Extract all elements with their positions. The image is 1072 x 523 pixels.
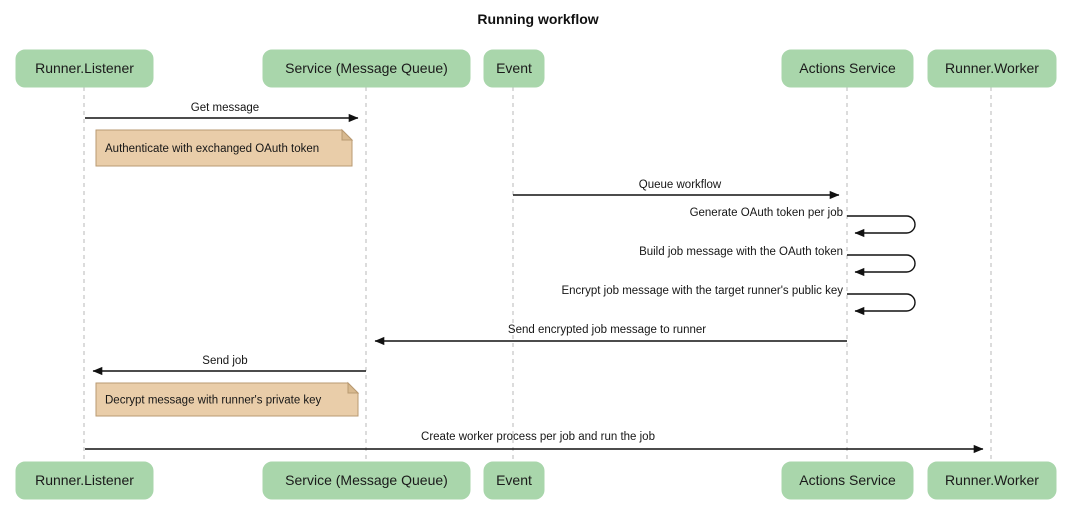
note-fold-corner-icon	[341, 128, 354, 141]
self-message-line	[847, 293, 916, 316]
participant-label: Actions Service	[799, 60, 896, 76]
participant-box	[262, 49, 471, 88]
note-authenticate-with-exchanged-oauth-token[interactable]: Authenticate with exchanged OAuth token	[95, 128, 354, 167]
participant-runner-listener-top[interactable]: Runner.Listener	[15, 49, 154, 88]
participant-runner-worker-top[interactable]: Runner.Worker	[927, 49, 1057, 88]
participant-label: Runner.Worker	[945, 60, 1039, 76]
participant-box	[927, 461, 1057, 500]
message-label: Send job	[202, 355, 247, 367]
note-label: Decrypt message with runner's private ke…	[105, 395, 322, 407]
participant-runner-listener-bottom[interactable]: Runner.Listener	[15, 461, 154, 500]
participant-box	[781, 461, 914, 500]
participant-box	[15, 461, 154, 500]
participant-label: Event	[496, 60, 532, 76]
participant-label: Runner.Listener	[35, 60, 134, 76]
participant-box	[781, 49, 914, 88]
participant-runner-worker-bottom[interactable]: Runner.Worker	[927, 461, 1057, 500]
participant-label: Runner.Listener	[35, 472, 134, 488]
note-label: Authenticate with exchanged OAuth token	[105, 143, 319, 155]
message-label: Create worker process per job and run th…	[421, 431, 655, 443]
message-get-message[interactable]: Get message	[85, 102, 359, 123]
note-fold-corner-icon	[347, 381, 360, 394]
self-message-line	[847, 215, 916, 238]
participant-label: Runner.Worker	[945, 472, 1039, 488]
lifelines-group	[83, 87, 992, 462]
participant-service-message-queue-top[interactable]: Service (Message Queue)	[262, 49, 471, 88]
participants-header-group: Runner.Listener Service (Message Queue) Ev…	[15, 49, 1057, 88]
message-label: Build job message with the OAuth token	[639, 246, 843, 258]
message-build-job-message-with-the-oauth-token[interactable]: Build job message with the OAuth token	[639, 246, 916, 277]
participant-box	[15, 49, 154, 88]
message-label: Get message	[191, 102, 259, 114]
notes-group: Authenticate with exchanged OAuth tokenD…	[95, 128, 360, 417]
participants-footer-group: Runner.Listener Service (Message Queue) Ev…	[15, 461, 1057, 500]
message-label: Send encrypted job message to runner	[508, 324, 706, 336]
participant-event-bottom[interactable]: Event	[483, 461, 545, 500]
message-send-encrypted-job-message-to-runner[interactable]: Send encrypted job message to runner	[374, 324, 847, 346]
note-decrypt-message-with-runners-private-key[interactable]: Decrypt message with runner's private ke…	[95, 381, 360, 417]
message-label: Generate OAuth token per job	[690, 207, 843, 219]
message-send-job[interactable]: Send job	[92, 355, 366, 376]
message-encrypt-job-message-with-the-target-runners-public-key[interactable]: Encrypt job message with the target runn…	[561, 285, 916, 316]
page-title: Running workflow	[477, 11, 598, 27]
participant-label: Actions Service	[799, 472, 896, 488]
message-create-worker-process-per-job-and-run-the-job[interactable]: Create worker process per job and run th…	[85, 431, 984, 454]
participant-label: Service (Message Queue)	[285, 60, 448, 76]
message-generate-oauth-token-per-job[interactable]: Generate OAuth token per job	[690, 207, 916, 238]
self-message-line	[847, 254, 916, 277]
participant-box	[927, 49, 1057, 88]
participant-box	[483, 461, 545, 500]
participant-actions-service-bottom[interactable]: Actions Service	[781, 461, 914, 500]
participant-box	[483, 49, 545, 88]
participant-label: Event	[496, 472, 532, 488]
participant-actions-service-top[interactable]: Actions Service	[781, 49, 914, 88]
note-body	[95, 382, 359, 417]
participant-box	[262, 461, 471, 500]
message-queue-workflow[interactable]: Queue workflow	[513, 179, 840, 200]
participant-service-message-queue-bottom[interactable]: Service (Message Queue)	[262, 461, 471, 500]
participant-label: Service (Message Queue)	[285, 472, 448, 488]
message-label: Encrypt job message with the target runn…	[561, 285, 843, 297]
note-body	[95, 129, 353, 167]
participant-event-top[interactable]: Event	[483, 49, 545, 88]
message-label: Queue workflow	[639, 179, 722, 191]
